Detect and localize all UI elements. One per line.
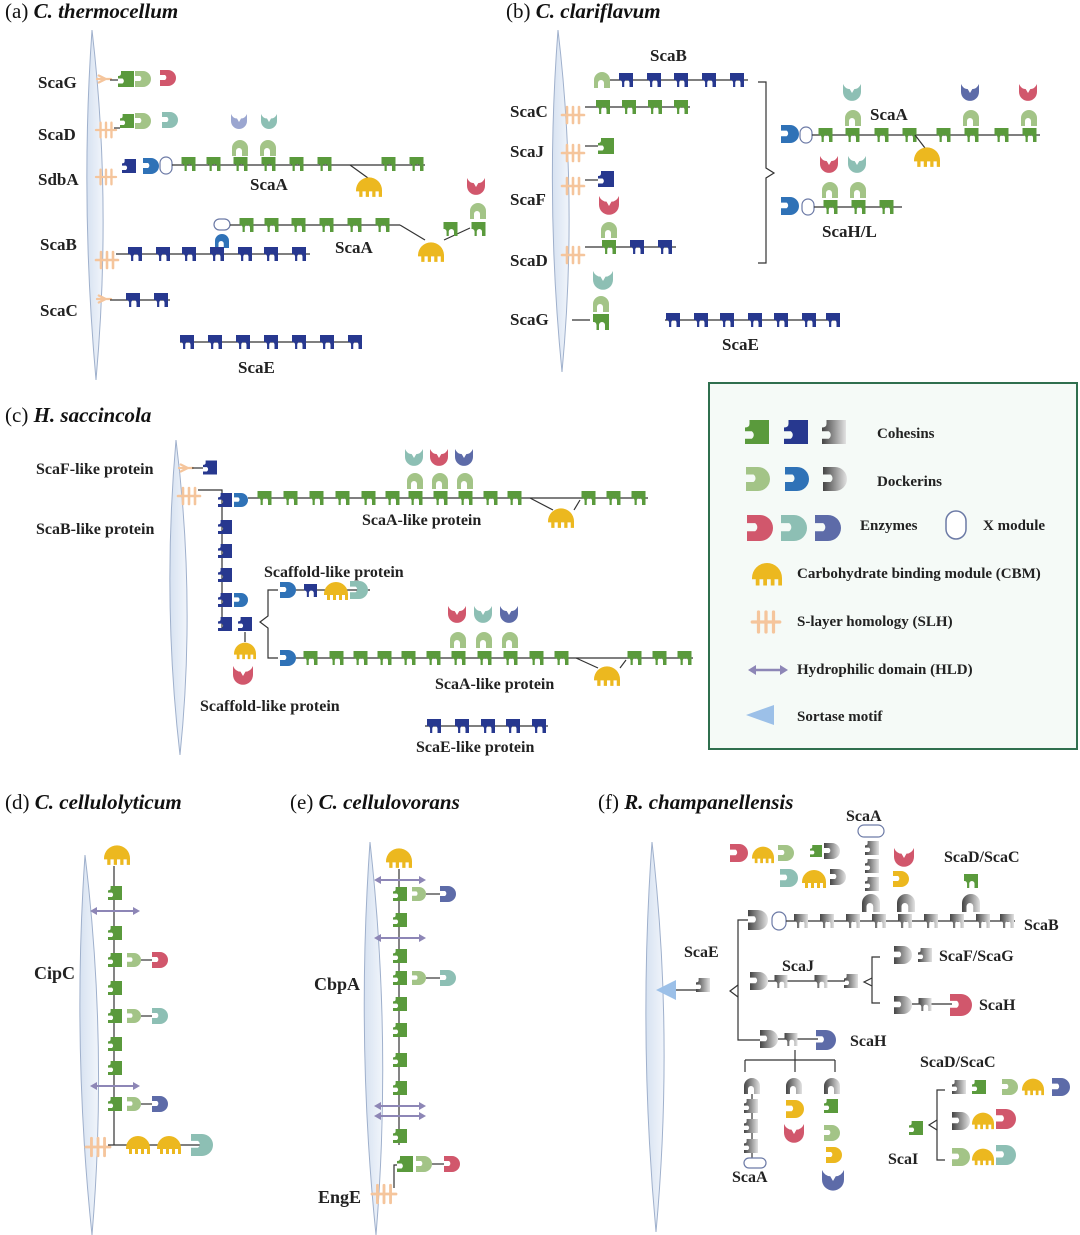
label-scae-like: ScaE-like protein xyxy=(416,739,534,756)
legend-dockerins-label: Dockerins xyxy=(877,474,942,490)
label-scab: ScaB xyxy=(40,235,77,254)
label-scaa: ScaA xyxy=(870,105,909,124)
label-enge: EngE xyxy=(318,1187,361,1207)
legend-sortase-label: Sortase motif xyxy=(797,709,883,725)
label-scai: ScaI xyxy=(888,1151,918,1168)
panel-b-title: (b) C. clariflavum xyxy=(506,0,661,23)
label-scaffold-like-2: Scaffold-like protein xyxy=(200,698,340,715)
label-scadc-top: ScaD/ScaC xyxy=(944,849,1020,866)
label-cbpa: CbpA xyxy=(314,974,360,994)
label-scaa-1: ScaA xyxy=(250,175,289,194)
label-cipc: CipC xyxy=(34,963,75,983)
panel-d-title: (d) C. cellulolyticum xyxy=(5,790,182,814)
label-scae: ScaE xyxy=(684,944,719,961)
label-scad: ScaD xyxy=(510,251,548,270)
cell-membrane xyxy=(645,841,665,1233)
label-scaf-like: ScaF-like protein xyxy=(36,461,154,478)
legend-enzymes-label: Enzymes xyxy=(860,518,918,534)
label-scac: ScaC xyxy=(510,102,548,121)
legend-cbm-label: Carbohydrate binding module (CBM) xyxy=(797,566,1041,582)
label-sdba: SdbA xyxy=(38,170,79,189)
hld-arrow-icon xyxy=(748,665,788,675)
panel-f: (f) R. champanellensis ScaA ScaD/ScaC Sc… xyxy=(598,790,1070,1233)
legend-enzymes-icons xyxy=(747,515,841,541)
label-scaa-like-1: ScaA-like protein xyxy=(362,512,481,529)
panel-a: (a) C. thermocellum ScaG ScaD SdbA ScaB … xyxy=(5,0,486,381)
legend: Cohesins Dockerins Enzymes X module Carb… xyxy=(708,382,1078,750)
label-scah-2: ScaH xyxy=(850,1033,887,1050)
sortase-icon xyxy=(746,705,774,725)
panel-c-title: (c) H. saccincola xyxy=(5,403,151,427)
label-scaa-2: ScaA xyxy=(335,238,374,257)
scaffoldin-glyphs-f xyxy=(656,824,1070,1191)
sortase-icon xyxy=(656,980,676,1000)
cell-membrane xyxy=(551,29,570,373)
label-scae: ScaE xyxy=(238,358,275,377)
cell-membrane xyxy=(169,439,188,756)
label-scah-1: ScaH xyxy=(979,997,1016,1014)
label-scadc-bottom: ScaD/ScaC xyxy=(920,1054,996,1071)
label-scac: ScaC xyxy=(40,301,78,320)
panel-f-title: (f) R. champanellensis xyxy=(598,790,793,814)
panel-a-title: (a) C. thermocellum xyxy=(5,0,178,23)
label-scaf: ScaF xyxy=(510,190,546,209)
label-scaj: ScaJ xyxy=(782,958,814,975)
label-scafg: ScaF/ScaG xyxy=(939,948,1014,965)
label-scad: ScaD xyxy=(38,125,76,144)
x-module-icon xyxy=(945,510,967,540)
label-scaa-bottom: ScaA xyxy=(732,1169,768,1186)
label-scaa-top: ScaA xyxy=(846,808,882,825)
panel-e: (e) C. cellulovorans CbpA EngE xyxy=(290,790,460,1235)
legend-cohesins-icons xyxy=(745,420,846,444)
scaffoldin-glyphs-c xyxy=(176,449,693,733)
panel-c: (c) H. saccincola ScaF-like protein ScaB… xyxy=(5,403,693,756)
label-scab: ScaB xyxy=(650,46,687,65)
cell-membrane xyxy=(363,841,384,1235)
scaffoldin-glyphs-b xyxy=(560,72,1040,330)
scaffoldin-glyphs-d xyxy=(84,845,213,1158)
legend-cohesins-label: Cohesins xyxy=(877,426,935,442)
label-scaa-like-2: ScaA-like protein xyxy=(435,676,554,693)
legend-x-module-label: X module xyxy=(983,518,1045,534)
label-scag: ScaG xyxy=(38,73,77,92)
label-scaffold-like-1: Scaffold-like protein xyxy=(264,564,404,581)
panel-b: (b) C. clariflavum ScaB ScaC ScaJ ScaF S… xyxy=(506,0,1040,373)
cell-membrane xyxy=(79,854,100,1235)
panel-e-title: (e) C. cellulovorans xyxy=(290,790,460,814)
label-scab-like: ScaB-like protein xyxy=(36,521,154,538)
cell-membrane xyxy=(86,29,104,381)
legend-hld-label: Hydrophilic domain (HLD) xyxy=(797,662,973,678)
label-scab: ScaB xyxy=(1024,917,1059,934)
label-scag: ScaG xyxy=(510,310,549,329)
legend-slh-label: S-layer homology (SLH) xyxy=(797,614,953,630)
label-scae: ScaE xyxy=(722,335,759,354)
label-scaj: ScaJ xyxy=(510,142,545,161)
label-scahl: ScaH/L xyxy=(822,222,877,241)
scaffoldin-glyphs-a xyxy=(94,70,486,349)
scaffoldin-glyphs-e xyxy=(370,848,460,1205)
panel-d: (d) C. cellulolyticum CipC xyxy=(5,790,213,1235)
